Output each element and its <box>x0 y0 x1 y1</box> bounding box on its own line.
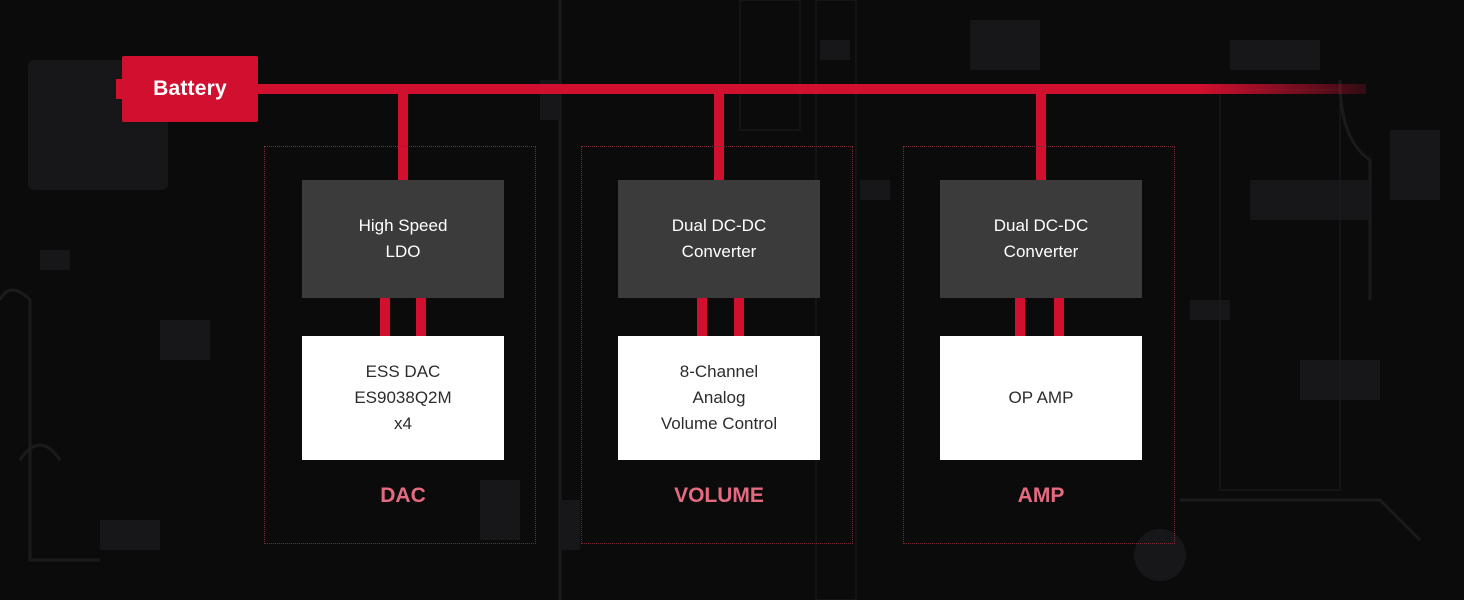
amp-section-frame <box>903 146 1175 544</box>
amp-component-line-1: OP AMP <box>1008 388 1074 407</box>
volume-rail-line-2 <box>734 298 744 336</box>
dac-rail-line-2 <box>416 298 426 336</box>
volume-component-line-1: 8-Channel <box>679 362 759 381</box>
dac-regulator-line-1: High Speed <box>358 216 448 235</box>
dac-regulator-line-2: LDO <box>385 242 421 261</box>
amp-supply-drop <box>1036 84 1046 180</box>
volume-regulator-block: Dual DC-DC Converter <box>618 180 820 298</box>
dac-rail-line-1 <box>380 298 390 336</box>
dac-regulator-block: High Speed LDO <box>302 180 504 298</box>
volume-component-line-3: Volume Control <box>660 414 778 433</box>
dac-component-line-1: ESS DAC <box>365 362 441 381</box>
power-bus-line <box>256 84 1366 94</box>
battery-label: Battery <box>153 77 227 100</box>
volume-component-line-2: Analog <box>692 388 746 407</box>
amp-rail-line-2 <box>1054 298 1064 336</box>
volume-section-frame <box>581 146 853 544</box>
battery-block: Battery <box>122 56 258 122</box>
amp-regulator-block: Dual DC-DC Converter <box>940 180 1142 298</box>
volume-supply-drop <box>714 84 724 180</box>
amp-section-label: AMP <box>1017 484 1065 507</box>
volume-regulator-line-1: Dual DC-DC <box>671 216 767 235</box>
volume-rail-line-1 <box>697 298 707 336</box>
volume-component-block: 8-Channel Analog Volume Control <box>618 336 820 460</box>
dac-supply-drop <box>398 84 408 180</box>
amp-component-block: OP AMP <box>940 336 1142 460</box>
dac-component-line-2: ES9038Q2M <box>354 388 452 407</box>
amp-regulator-line-1: Dual DC-DC <box>993 216 1089 235</box>
dac-section-label: DAC <box>380 484 426 507</box>
volume-section-label: VOLUME <box>674 484 764 507</box>
dac-component-line-3: x4 <box>394 414 412 433</box>
volume-regulator-line-2: Converter <box>681 242 757 261</box>
amp-regulator-line-2: Converter <box>1003 242 1079 261</box>
amp-rail-line-1 <box>1015 298 1025 336</box>
dac-component-block: ESS DAC ES9038Q2M x4 <box>302 336 504 460</box>
battery-terminal <box>116 79 124 99</box>
dac-section-frame <box>264 146 536 544</box>
